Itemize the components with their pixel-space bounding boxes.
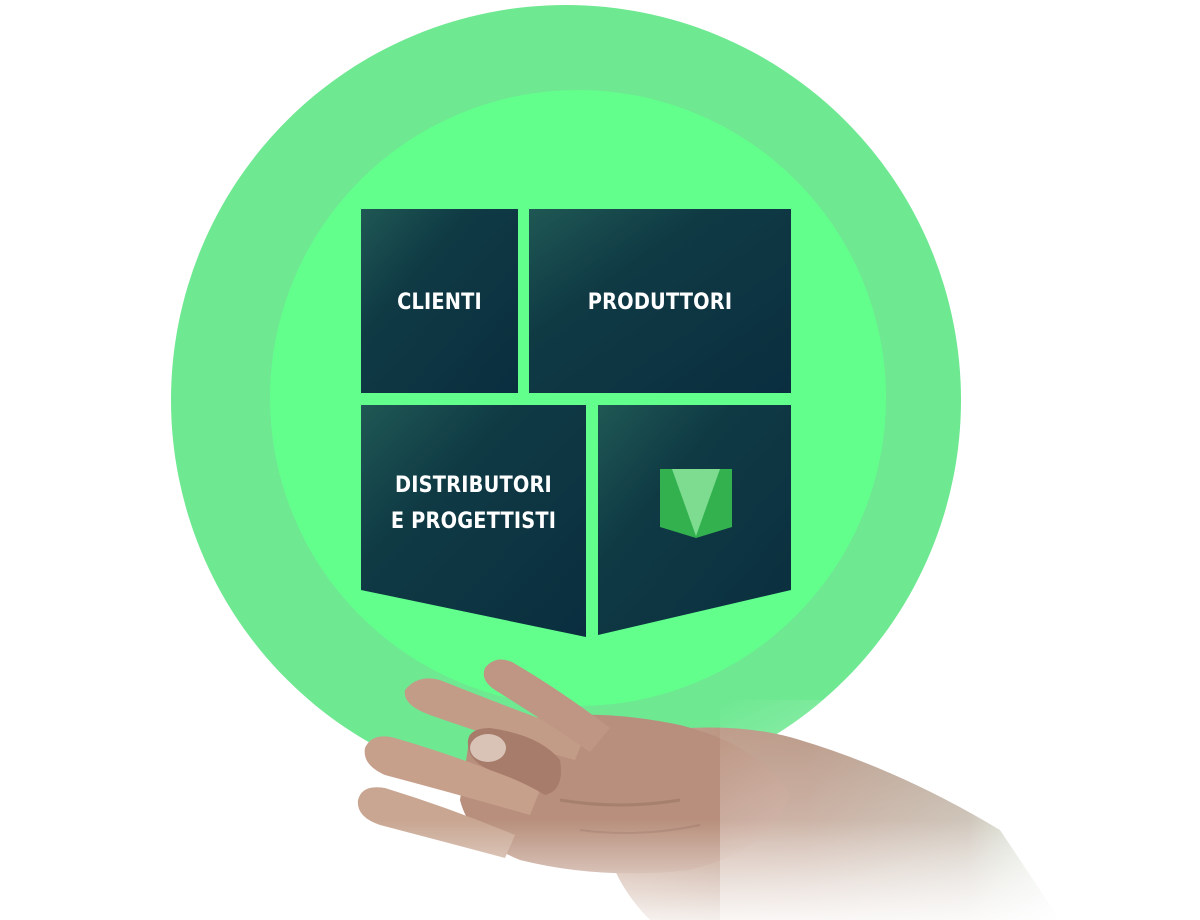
open-palm-hand-icon [340, 659, 1200, 920]
tile-producers [529, 209, 791, 393]
tile-distributors-label-line2: E PROGETTISTI [390, 509, 557, 534]
shield-logo-icon [660, 469, 732, 538]
tile-producers-label: PRODUTTORI [587, 290, 733, 315]
tile-distributors-label-line1: DISTRIBUTORI [395, 473, 552, 498]
tile-clients [361, 209, 518, 393]
tile-distributors [361, 405, 586, 637]
tile-clients-label: CLIENTI [397, 290, 482, 315]
